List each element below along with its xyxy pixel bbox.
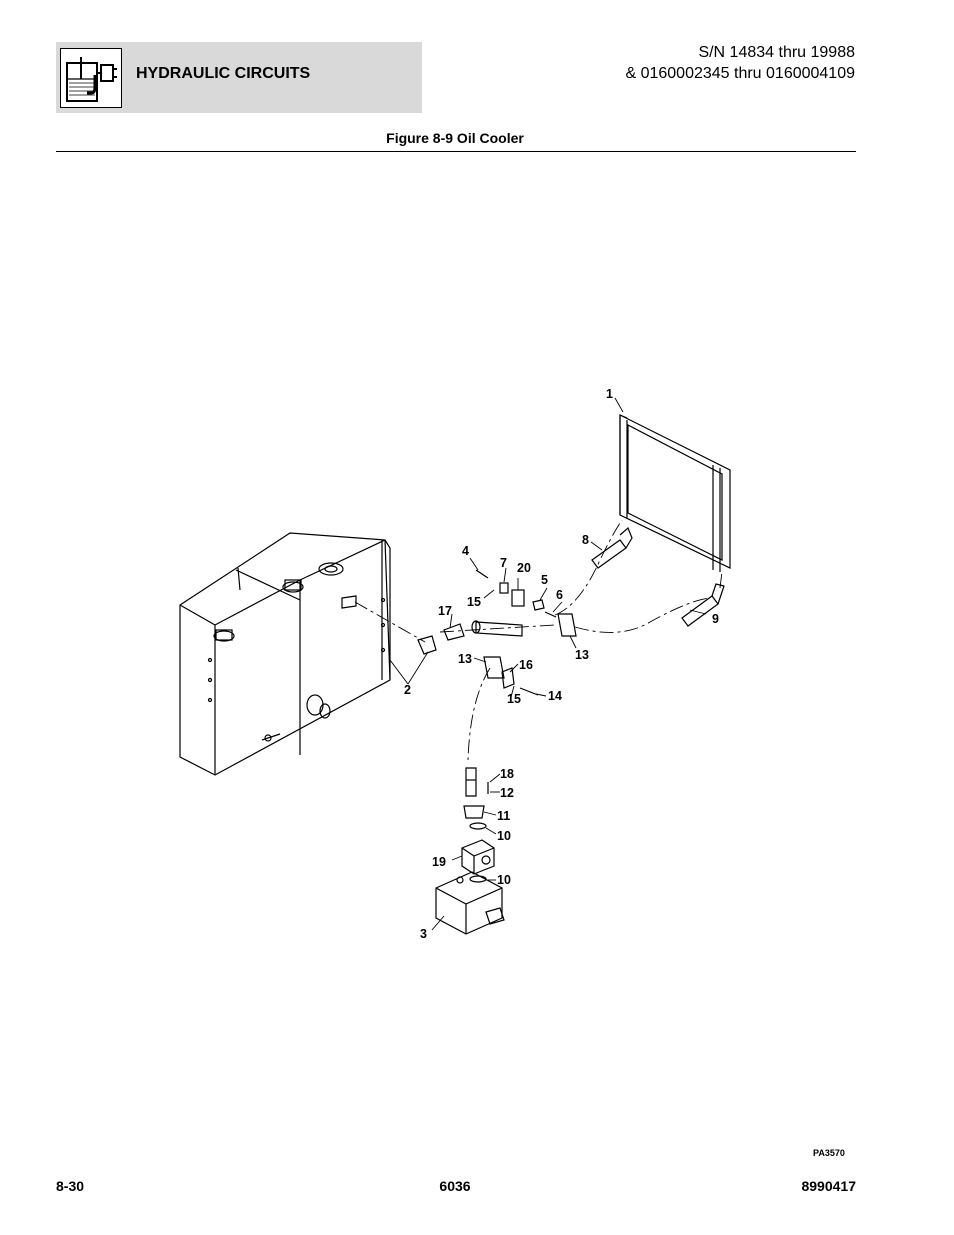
callout-15b: 15 bbox=[507, 692, 521, 706]
callout-5: 5 bbox=[541, 573, 548, 587]
page-number: 8-30 bbox=[56, 1178, 85, 1194]
serial-line-1: S/N 14834 thru 19988 bbox=[698, 44, 855, 61]
callout-9: 9 bbox=[712, 612, 719, 626]
fitting-17 bbox=[443, 623, 465, 641]
callout-2: 2 bbox=[404, 683, 411, 697]
document-number: 8990417 bbox=[801, 1178, 856, 1194]
oil-cooler bbox=[619, 414, 731, 572]
section-title: HYDRAULIC CIRCUITS bbox=[136, 65, 311, 82]
model-number: 6036 bbox=[439, 1178, 471, 1194]
callout-8: 8 bbox=[582, 533, 589, 547]
serial-range: S/N 14834 thru 19988 & 0160002345 thru 0… bbox=[625, 42, 855, 84]
block-19 bbox=[461, 839, 495, 875]
elbow-2 bbox=[417, 635, 437, 655]
hydraulic-tank bbox=[179, 532, 391, 776]
callout-12: 12 bbox=[500, 786, 514, 800]
callout-13b: 13 bbox=[575, 648, 589, 662]
callout-7: 7 bbox=[500, 556, 507, 570]
callout-16: 16 bbox=[519, 658, 533, 672]
header-divider bbox=[56, 151, 856, 152]
figure-code: PA3570 bbox=[813, 1148, 845, 1158]
serial-line-2: & 0160002345 thru 0160004109 bbox=[625, 65, 855, 82]
callout-3: 3 bbox=[420, 927, 427, 941]
callout-20: 20 bbox=[517, 561, 531, 575]
fitting-18 bbox=[465, 767, 477, 797]
callout-1: 1 bbox=[606, 387, 613, 401]
hose-9 bbox=[681, 583, 725, 627]
hose-tube bbox=[471, 620, 523, 637]
callout-4: 4 bbox=[462, 544, 469, 558]
figure-title: Figure 8-9 Oil Cooler bbox=[386, 130, 524, 146]
callout-6: 6 bbox=[556, 588, 563, 602]
callout-17: 17 bbox=[438, 604, 452, 618]
hose-8 bbox=[591, 526, 633, 569]
callout-13a: 13 bbox=[458, 652, 472, 666]
hydraulic-circuit-icon bbox=[60, 48, 122, 108]
callout-15a: 15 bbox=[467, 595, 481, 609]
callout-10b: 10 bbox=[497, 873, 511, 887]
valve-3 bbox=[435, 871, 505, 935]
callout-11: 11 bbox=[497, 809, 510, 823]
callout-14: 14 bbox=[548, 689, 562, 703]
callout-19: 19 bbox=[432, 855, 446, 869]
callout-10a: 10 bbox=[497, 829, 511, 843]
callout-18: 18 bbox=[500, 767, 514, 781]
